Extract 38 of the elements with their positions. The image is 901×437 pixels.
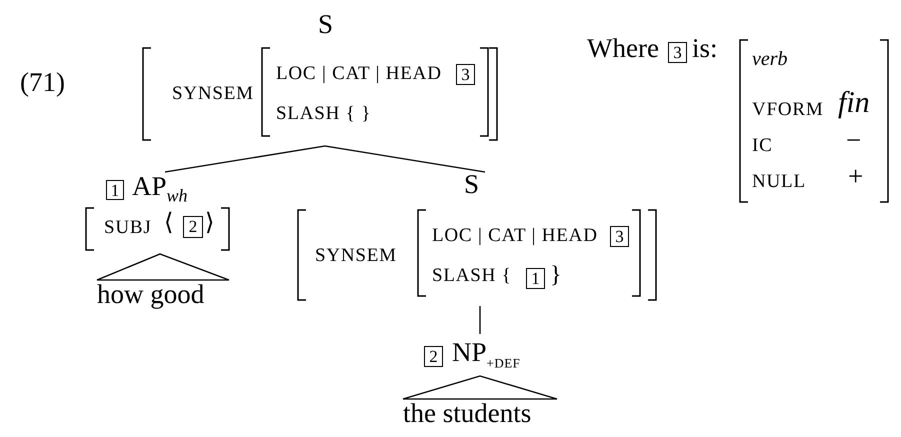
- feature-name: SLASH { }: [276, 104, 372, 125]
- where-text: is:: [692, 34, 718, 64]
- category-label: S: [464, 170, 480, 200]
- feature-name: SYNSEM: [315, 246, 397, 267]
- triangle-roof: [96, 253, 230, 281]
- category-label: AP$_{wh}$: [132, 172, 188, 206]
- brace: }: [550, 262, 562, 288]
- coindex-tag: 1: [106, 180, 124, 200]
- category-label: S: [318, 10, 334, 40]
- feature-path: LOC | CAT | HEAD: [432, 226, 598, 247]
- tree-branch: [164, 145, 326, 173]
- word-text: the students: [403, 399, 532, 429]
- tree-branch: [479, 306, 481, 334]
- feature-value: fin: [838, 86, 870, 119]
- feature-name: IC: [752, 136, 773, 157]
- feature-path: LOC | CAT | HEAD: [276, 64, 442, 85]
- feature-value: −: [846, 126, 862, 156]
- angle-bracket: ⟨: [164, 210, 173, 236]
- example-number: (71): [20, 68, 65, 98]
- coindex-tag: 3: [456, 64, 475, 85]
- feature-name: VFORM: [752, 100, 824, 121]
- coindex-tag: 3: [668, 42, 687, 63]
- type-name: verb: [752, 48, 788, 70]
- feature-name: SYNSEM: [172, 84, 254, 105]
- feature-name: SLASH {: [432, 266, 512, 287]
- coindex-tag: 3: [610, 226, 629, 247]
- feature-name: NULL: [752, 172, 806, 193]
- tree-branch: [324, 145, 486, 173]
- category-label: NP$_{+DEF}$: [452, 338, 520, 371]
- feature-value: +: [848, 162, 864, 192]
- angle-bracket: ⟩: [205, 210, 214, 236]
- coindex-tag: 2: [424, 346, 443, 367]
- word-text: how good: [97, 280, 204, 310]
- coindex-tag: 2: [183, 216, 203, 238]
- triangle-roof: [402, 375, 558, 400]
- coindex-tag: 1: [526, 268, 545, 289]
- where-text: Where: [587, 34, 659, 64]
- feature-name: SUBJ: [104, 218, 152, 239]
